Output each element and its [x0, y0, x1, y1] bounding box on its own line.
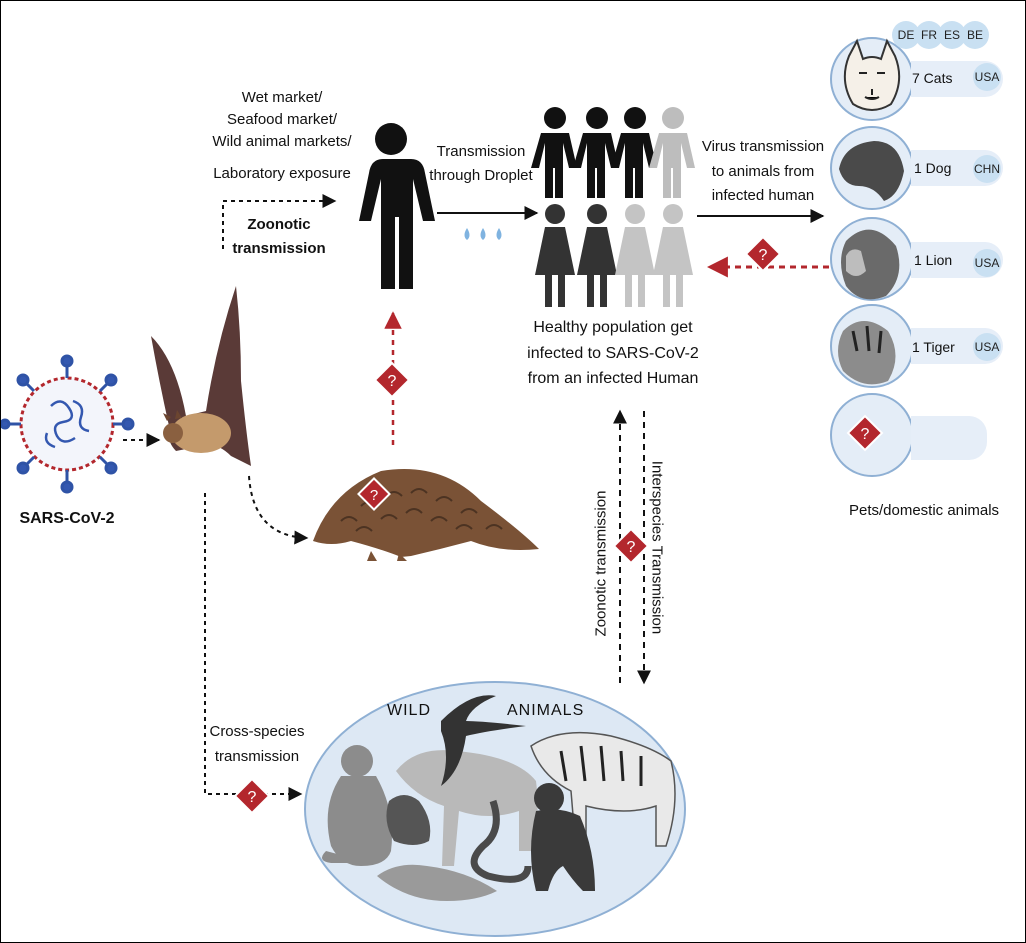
country-badge: ES	[938, 21, 966, 49]
virus-label: SARS-CoV-2	[19, 510, 115, 527]
source-label: Seafood market/	[226, 111, 338, 128]
virus-icon	[1, 354, 135, 494]
svg-text:?: ?	[759, 247, 768, 264]
chimpanzee-icon	[531, 783, 595, 891]
country-badge: USA	[973, 63, 1001, 91]
possum-icon	[377, 864, 497, 901]
pangolin-icon	[313, 469, 539, 561]
pet-column	[830, 37, 914, 477]
svg-text:?: ?	[861, 426, 870, 443]
droplet-icon	[464, 228, 502, 240]
droplet-label: through Droplet	[429, 167, 533, 184]
infected-human-icon	[359, 123, 435, 289]
dog-icon	[830, 126, 914, 210]
zoonotic-label: Zoonotic	[247, 216, 311, 233]
frog-icon	[386, 795, 431, 845]
cross-species-label: Cross-species	[209, 723, 305, 740]
pets-footer-label: Pets/domestic animals	[848, 502, 1000, 519]
lion-pet-icon	[830, 217, 914, 301]
wild-animals-ellipse	[304, 681, 686, 937]
wild-animals-title: WILD	[387, 702, 431, 719]
healthy-population-label: Healthy population get	[533, 319, 693, 336]
pet-count-lion: 1 Lion	[914, 252, 953, 268]
lion-icon	[396, 750, 538, 866]
question-diamond: ?	[612, 527, 650, 565]
question-diamond: ?	[357, 477, 391, 511]
question-diamond: ?	[233, 777, 271, 815]
droplet-label: Transmission	[436, 143, 526, 160]
country-badge: BE	[961, 21, 989, 49]
svg-text:?: ?	[248, 789, 257, 806]
question-diamond: ?	[846, 414, 884, 452]
healthy-population-label: infected to SARS-CoV-2	[527, 345, 699, 362]
country-badge: USA	[973, 249, 1001, 277]
question-diamond: ?	[744, 235, 782, 273]
bat-icon	[151, 286, 251, 466]
source-label: Wild animal markets/	[212, 133, 352, 150]
source-label: Wet market/	[241, 89, 323, 106]
tiger-icon	[530, 731, 676, 852]
svg-text:?: ?	[388, 373, 397, 390]
svg-text:?: ?	[627, 539, 636, 556]
pet-count-tiger: 1 Tiger	[912, 339, 955, 355]
cobra-icon	[470, 799, 532, 883]
monkey-icon	[322, 745, 392, 866]
svg-text:?: ?	[370, 487, 378, 504]
virus-to-animals-label: Virus transmission	[701, 138, 825, 155]
healthy-population-label: from an infected Human	[527, 370, 699, 387]
zoonotic-vertical-label: Zoonotic transmission	[592, 490, 610, 637]
virus-to-animals-label: to animals from	[711, 163, 815, 180]
interspecies-vertical-label: Interspecies Transmission	[648, 460, 666, 635]
arrow-bat-to-pangolin	[248, 475, 309, 545]
country-badge: USA	[973, 333, 1001, 361]
population-icon	[531, 107, 695, 307]
pet-count-dog: 1 Dog	[914, 160, 952, 176]
cat-icon	[830, 37, 914, 121]
wild-animals-title: ANIMALS	[507, 702, 585, 719]
swallow-icon	[441, 695, 526, 786]
pet-row-bar	[911, 416, 987, 460]
question-diamond: ?	[373, 361, 411, 399]
virus-to-animals-label: infected human	[711, 187, 815, 204]
country-badge: FR	[915, 21, 943, 49]
arrow-zoonotic-to-human	[222, 194, 337, 249]
country-badge: CHN	[973, 155, 1001, 183]
tiger-pet-icon	[830, 304, 914, 388]
source-label: Laboratory exposure	[213, 165, 351, 182]
zoonotic-label: transmission	[232, 240, 326, 257]
cross-species-label: transmission	[214, 748, 300, 765]
pet-count-cats: 7 Cats	[912, 70, 953, 86]
